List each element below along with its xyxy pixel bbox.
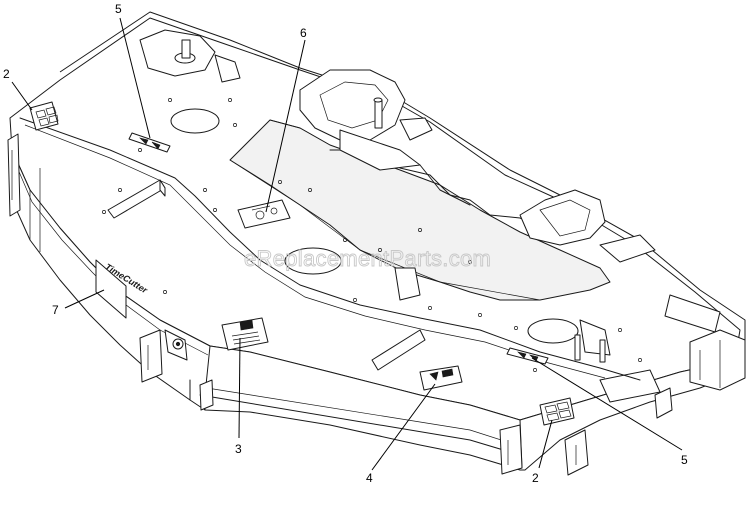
leader-lines bbox=[11, 17, 683, 471]
anti-scalp-bracket-right bbox=[371, 329, 426, 371]
spindle-hole-left bbox=[170, 108, 220, 134]
callout-7: 7 bbox=[52, 303, 59, 317]
right-mount-plates bbox=[499, 387, 673, 476]
decal-grid-right bbox=[539, 397, 575, 426]
callout-6: 6 bbox=[300, 26, 307, 40]
left-mount-plates bbox=[139, 329, 214, 411]
decal-warning-center bbox=[221, 317, 269, 351]
decal-warning-front bbox=[419, 365, 463, 391]
callout-4: 4 bbox=[366, 471, 373, 485]
callout-5-lower: 5 bbox=[681, 453, 688, 467]
callouts: 2 5 6 7 3 4 5 2 bbox=[3, 2, 688, 485]
deck-bolt-holes bbox=[102, 98, 642, 372]
callout-2-left: 2 bbox=[3, 67, 10, 81]
callout-3: 3 bbox=[235, 442, 242, 456]
decal-arrow-upper bbox=[128, 132, 171, 153]
decal-grid-left bbox=[29, 101, 59, 131]
callout-5-upper: 5 bbox=[115, 2, 122, 16]
decal-arrow-lower bbox=[506, 347, 549, 365]
top-plate-features bbox=[19, 29, 721, 381]
spindle-hole-center bbox=[284, 247, 342, 275]
watermark-text: eReplacementParts.com bbox=[244, 246, 491, 271]
spindle-hole-right bbox=[527, 318, 579, 344]
callout-2-right: 2 bbox=[532, 471, 539, 485]
